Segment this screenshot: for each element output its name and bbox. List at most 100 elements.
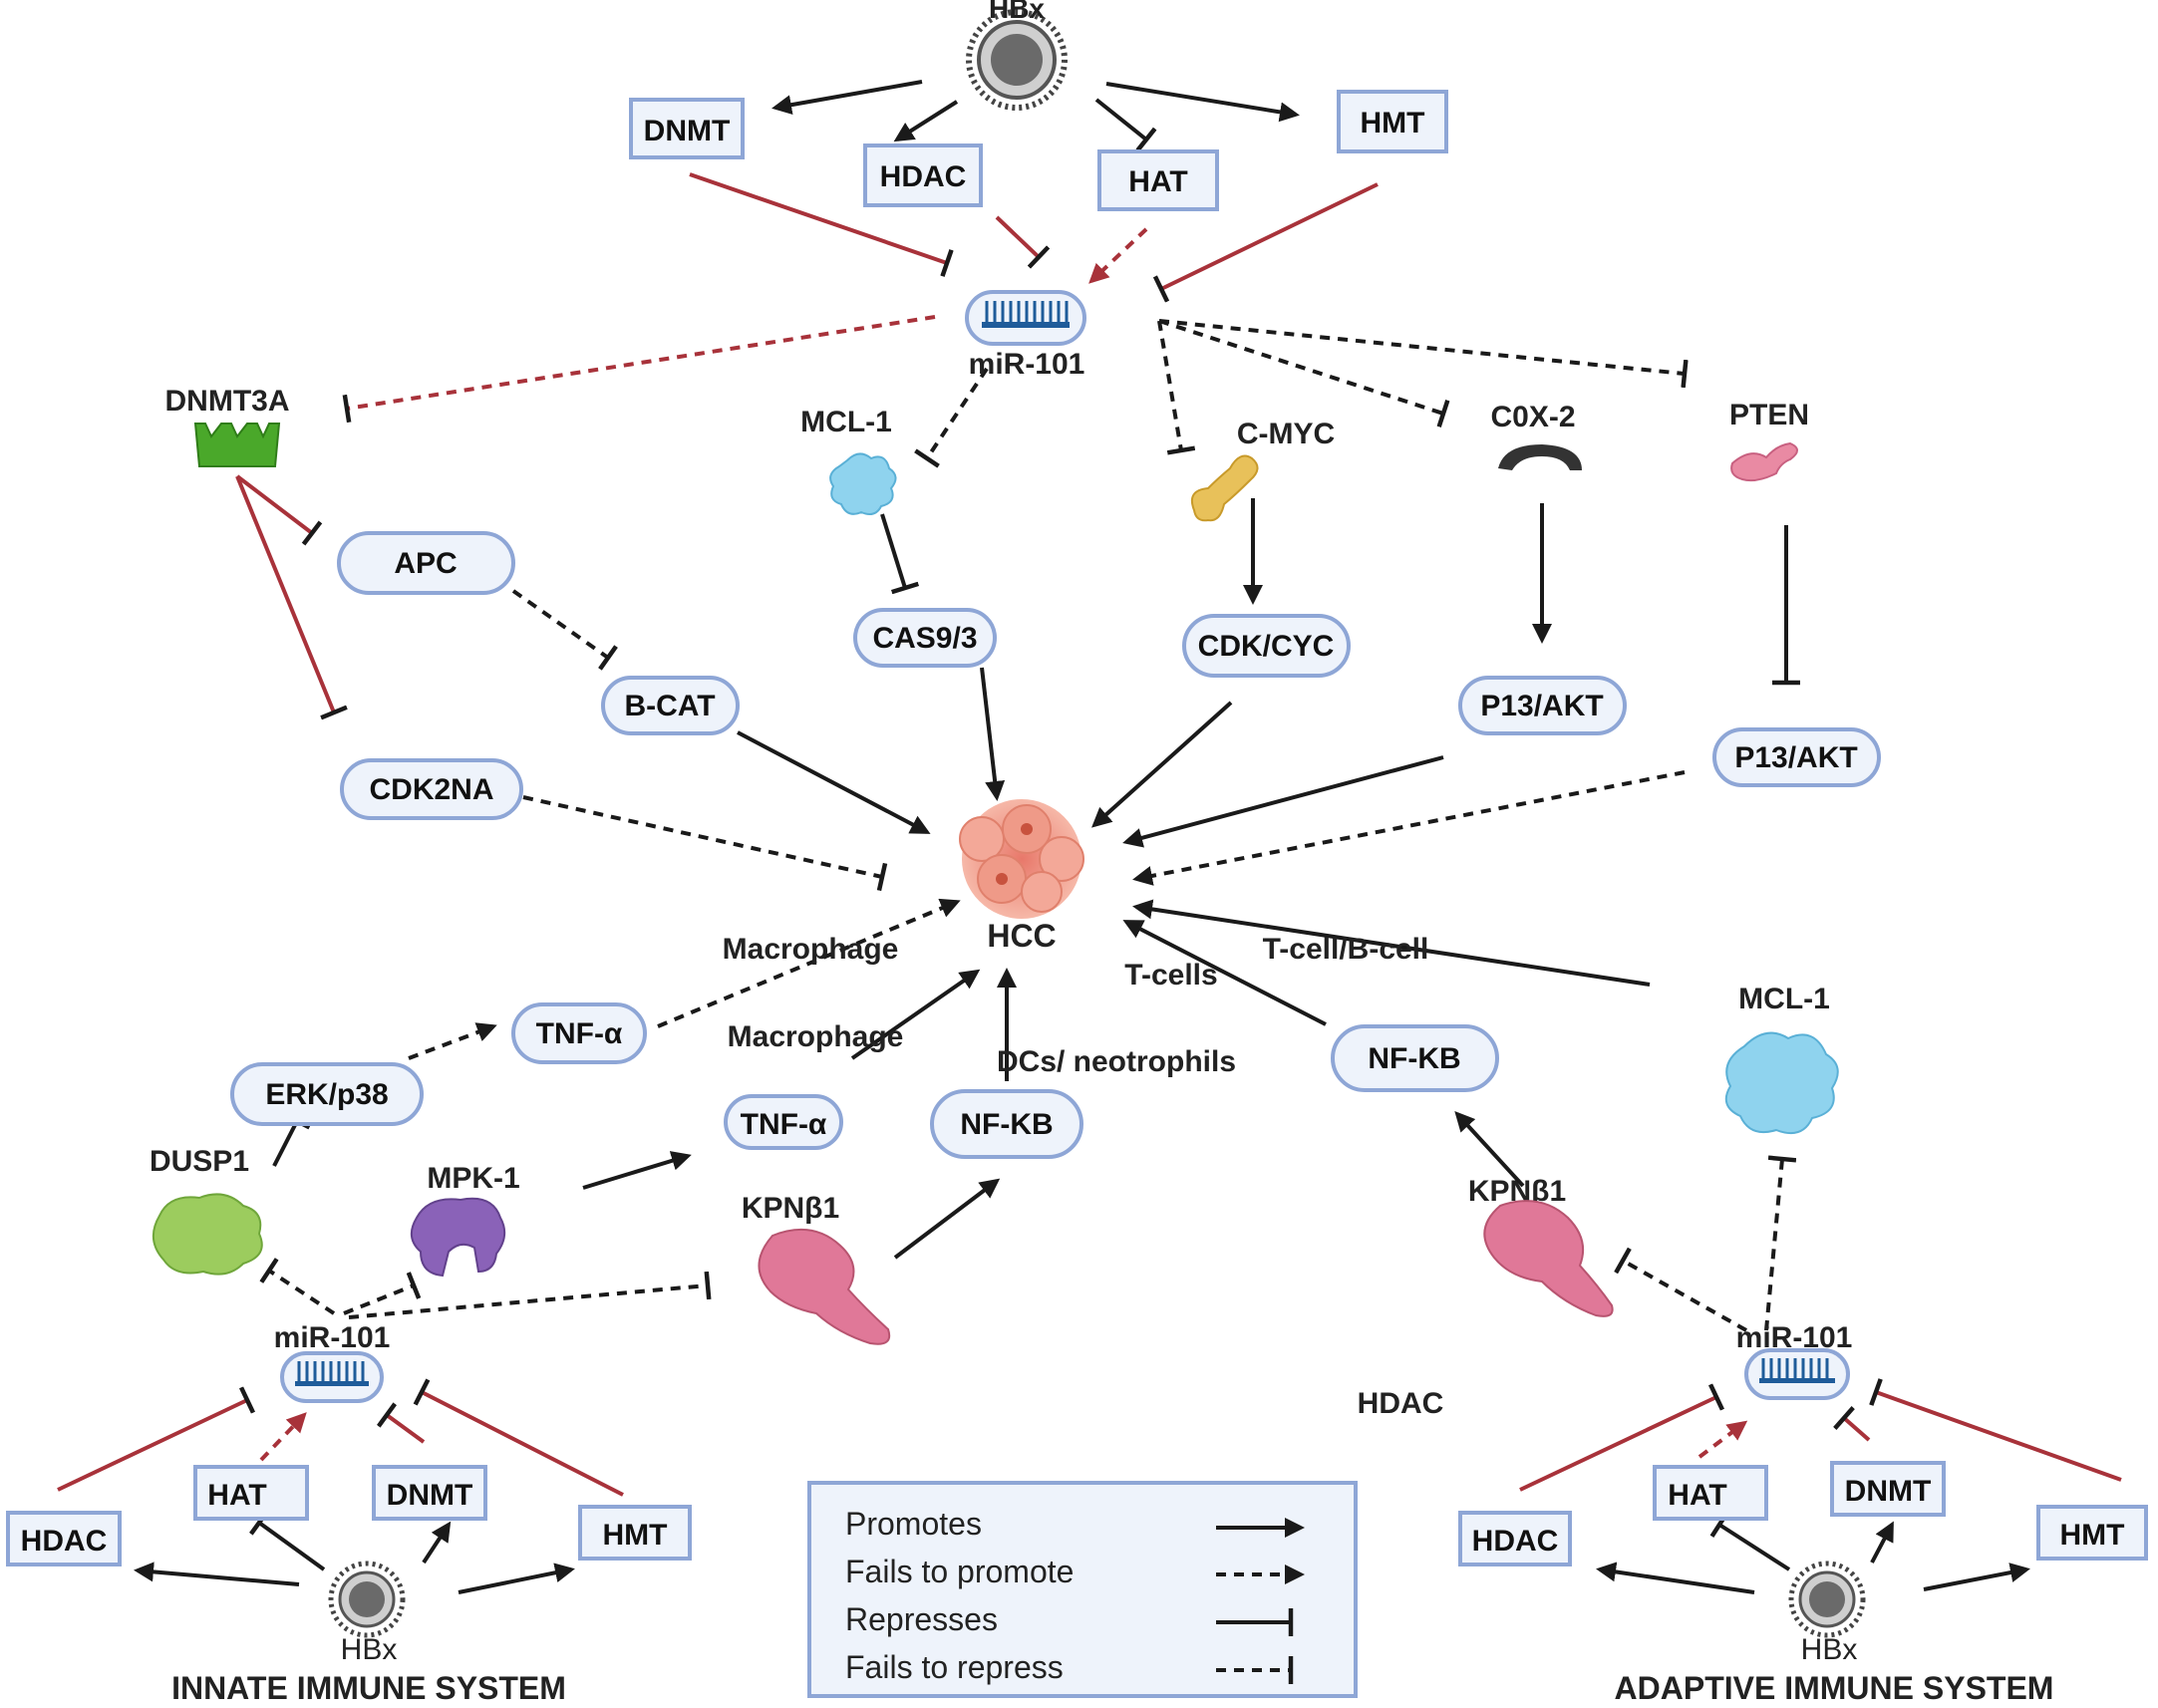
- edge-ihbx-hat: [248, 1510, 326, 1571]
- edges: [57, 80, 2122, 1594]
- adaptive-hmt-box: HMT: [2036, 1505, 2148, 1561]
- top-mir101-label: miR-101: [969, 348, 1085, 381]
- legend-fails-repress-label: Fails to repress: [845, 1649, 1064, 1685]
- edge-bcat-hcc: [737, 730, 931, 834]
- innate-erk-node: ERK/p38: [230, 1062, 424, 1126]
- top-hat-box: HAT: [1097, 149, 1219, 211]
- adaptive-floating-hdac-label: HDAC: [1358, 1387, 1444, 1420]
- edge-hbx-dnmt: [771, 80, 923, 116]
- cas-label: CAS9/3: [872, 622, 977, 655]
- mcl1-protein-icon: [829, 452, 897, 515]
- edge-anfkb-hcc: [1122, 920, 1327, 1026]
- innate-erk-label: ERK/p38: [265, 1078, 388, 1111]
- top-hmt-box: HMT: [1337, 90, 1448, 153]
- cdkcyc-label: CDK/CYC: [1198, 630, 1335, 663]
- adaptive-kpnb1-protein-icon: [1483, 1200, 1614, 1317]
- adaptive-mir101-icon: [1744, 1348, 1850, 1400]
- dusp1-protein-icon: [153, 1193, 263, 1276]
- edge-akpnb1-nfkb: [1454, 1111, 1525, 1188]
- edge-tnfb-hcc: [850, 969, 981, 1060]
- mpk1-protein-icon: [410, 1197, 506, 1278]
- edge-dnmt3a-apc: [235, 474, 323, 546]
- adaptive-hdac-box: HDAC: [1458, 1511, 1572, 1566]
- pten-label: PTEN: [1729, 399, 1809, 431]
- innate-hbx-label: HBx: [341, 1633, 398, 1666]
- edge-ahbx-hat: [1709, 1512, 1791, 1571]
- adaptive-title: ADAPTIVE IMMUNE SYSTEM: [1615, 1670, 2054, 1706]
- innate-tnf-a-node: TNF-α: [511, 1002, 647, 1064]
- edge-hdac-mir: [995, 215, 1051, 269]
- edge-cdk-hcc: [1091, 701, 1233, 828]
- innate-hat-label: HAT: [207, 1479, 266, 1512]
- cmyc-protein-icon: [1190, 454, 1259, 522]
- edge-ihmt-mir: [413, 1378, 624, 1497]
- edge-amcl1-hcc: [1132, 899, 1651, 987]
- innate-hat-box: HAT: [193, 1465, 309, 1521]
- cdk2na-label: CDK2NA: [369, 773, 493, 806]
- edge-erk-tnf: [408, 1022, 497, 1060]
- top-hbx-virus-icon: [966, 9, 1068, 111]
- edge-idnmt-mir: [376, 1402, 426, 1444]
- innate-hmt-box: HMT: [578, 1505, 692, 1561]
- adaptive-nfkb-label: NF-KB: [1368, 1042, 1460, 1075]
- top-hat-label: HAT: [1128, 165, 1187, 198]
- dusp1-label: DUSP1: [150, 1145, 249, 1178]
- cmyc-label: C-MYC: [1237, 418, 1335, 450]
- innate-nfkb-node: NF-KB: [930, 1089, 1083, 1159]
- edge-amir-kpnb1: [1614, 1247, 1747, 1332]
- edge-mir-dnmt3a: [342, 315, 936, 424]
- cox2-label: C0X-2: [1490, 401, 1575, 433]
- bcat-node: B-CAT: [601, 676, 740, 735]
- macrophage-label-1: Macrophage: [723, 933, 899, 966]
- edge-mir-pten: [1158, 319, 1689, 389]
- innate-dnmt-label: DNMT: [387, 1479, 473, 1512]
- macrophage-label-2: Macrophage: [728, 1020, 904, 1053]
- edge-hbx-hat: [1094, 98, 1157, 152]
- adaptive-mcl1-protein-icon: [1724, 1031, 1839, 1134]
- edge-ahdac-mir: [1519, 1383, 1725, 1492]
- tcell-bcell-label: T-cell/B-cell: [1263, 933, 1429, 966]
- innate-tnf-b-node: TNF-α: [724, 1094, 843, 1150]
- edge-kpnb1-nfkb: [893, 1178, 1001, 1260]
- dcs-neotrophils-label: DCs/ neotrophils: [997, 1045, 1236, 1078]
- legend: Promotes Fails to promote Represses Fail…: [807, 1481, 1358, 1698]
- edge-apc-bcat: [511, 589, 618, 671]
- edge-dusp1-erk: [272, 1112, 311, 1167]
- top-dnmt-label: DNMT: [644, 115, 731, 147]
- edge-amir-mcl1: [1764, 1155, 1797, 1331]
- edge-p13b-hcc: [1132, 770, 1686, 886]
- edge-mir-cmyc: [1157, 320, 1196, 455]
- adaptive-nfkb-node: NF-KB: [1331, 1024, 1499, 1092]
- adaptive-dnmt-box: DNMT: [1830, 1461, 1946, 1517]
- edge-ahbx-hmt: [1923, 1563, 2030, 1591]
- edge-ahbx-dnmt: [1870, 1521, 1894, 1564]
- adaptive-hat-label: HAT: [1668, 1479, 1726, 1512]
- tcells-label: T-cells: [1124, 959, 1217, 992]
- edge-ihbx-dnmt: [422, 1521, 452, 1565]
- adaptive-hbx-label: HBx: [1801, 1633, 1858, 1666]
- innate-hbx-virus-icon: [328, 1561, 406, 1638]
- innate-hdac-label: HDAC: [21, 1525, 108, 1558]
- innate-dnmt-box: DNMT: [372, 1465, 487, 1521]
- edge-hbx-hdac: [893, 100, 959, 142]
- edge-adnmt-mir: [1833, 1406, 1871, 1442]
- adaptive-mir101-label: miR-101: [1736, 1321, 1853, 1354]
- edge-mpk1-tnfb: [582, 1151, 692, 1190]
- apc-label: APC: [394, 547, 457, 580]
- adaptive-mcl1-label: MCL-1: [1738, 983, 1830, 1015]
- edge-dnmt3a-cdk2na: [235, 475, 348, 720]
- top-hdac-box: HDAC: [863, 143, 983, 207]
- top-dnmt-box: DNMT: [629, 98, 745, 159]
- top-hdac-label: HDAC: [880, 160, 967, 193]
- innate-mir101-label: miR-101: [274, 1321, 391, 1354]
- innate-tnf-b-label: TNF-α: [741, 1108, 827, 1141]
- cas-node: CAS9/3: [853, 608, 997, 668]
- innate-mir101-icon: [280, 1351, 384, 1403]
- dnmt3a-label: DNMT3A: [165, 385, 290, 418]
- edge-ahmt-mir: [1869, 1378, 2122, 1482]
- adaptive-hdac-label: HDAC: [1472, 1525, 1559, 1558]
- edge-ihat-mir: [259, 1412, 307, 1462]
- innate-tnf-a-label: TNF-α: [536, 1017, 623, 1050]
- edge-ahbx-hdac: [1596, 1562, 1755, 1594]
